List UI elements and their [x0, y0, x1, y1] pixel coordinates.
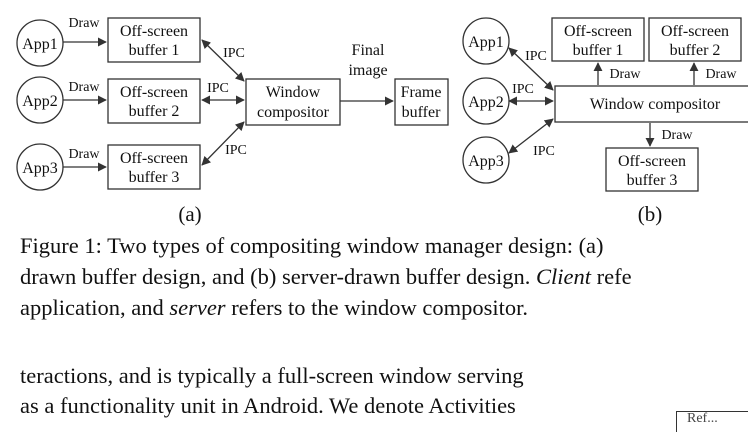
buffer3-box-a: [107, 144, 201, 190]
compositor-line1-a: Window: [266, 84, 321, 101]
ipc-arrow-3-b: [508, 118, 554, 154]
draw-label-2-a: Draw: [68, 80, 100, 95]
sublabel-a: (a): [178, 202, 201, 226]
caption-line-2-prefix: drawn buffer design, and (b) server-draw…: [20, 264, 531, 289]
caption-line-3-suffix: refers to the window compositor.: [231, 295, 529, 320]
buffer3-line2-a: buffer 3: [129, 169, 180, 186]
caption-line-2: drawn buffer design, and (b) server-draw…: [20, 261, 748, 292]
partial-table-box: Ref...: [676, 411, 748, 432]
ipc-label-3-b: IPC: [533, 144, 555, 159]
partial-table-label: Ref...: [687, 411, 718, 426]
draw-label-3-a: Draw: [68, 147, 100, 162]
caption-line-3: application, and server refers to the wi…: [20, 292, 748, 323]
draw-label-1-b: Draw: [609, 67, 641, 82]
ipc-arrow-1-a: [201, 39, 245, 82]
caption-client-term: Client: [536, 264, 592, 289]
buffer2-box-b: [648, 17, 742, 62]
compositor-box-a: [245, 78, 341, 126]
figure-1: App1 App2 App3 Draw Draw Draw Off-screen…: [16, 16, 748, 226]
buffer2-line2-a: buffer 2: [129, 103, 180, 120]
ipc-label-1-b: IPC: [525, 49, 547, 64]
panel-a: [16, 17, 449, 191]
panel-a-text: App1 App2 App3 Draw Draw Draw Off-screen…: [22, 16, 441, 226]
app2-label-b: App2: [468, 94, 504, 111]
buffer2-line1-b: Off-screen: [661, 23, 729, 40]
draw-label-1-a: Draw: [68, 16, 100, 31]
body-line-2: as a functionality unit in Android. We d…: [20, 393, 516, 418]
caption-server-term: server: [169, 295, 226, 320]
ipc-arrow-3-a: [201, 121, 245, 166]
buffer1-line2-a: buffer 1: [129, 42, 180, 59]
ipc-label-2-a: IPC: [207, 81, 229, 96]
caption-line-3-prefix: application, and: [20, 295, 164, 320]
frame-buffer-line1: Frame: [401, 84, 442, 101]
app3-label-a: App3: [22, 160, 58, 177]
buffer3-line2-b: buffer 3: [627, 172, 678, 189]
panel-b: [462, 17, 748, 192]
buffer3-line1-b: Off-screen: [618, 153, 686, 170]
app2-label-a: App2: [22, 93, 58, 110]
app3-node-b: [462, 136, 510, 184]
draw-label-3-b: Draw: [661, 128, 693, 143]
sublabel-b: (b): [638, 202, 663, 226]
final-image-line2: image: [348, 62, 387, 79]
buffer3-line1-a: Off-screen: [120, 150, 188, 167]
buffer1-line2-b: buffer 1: [573, 42, 624, 59]
ipc-arrow-1-b: [508, 47, 554, 91]
body-paragraph: teractions, and is typically a full-scre…: [20, 361, 748, 421]
buffer1-line1-b: Off-screen: [564, 23, 632, 40]
compositor-line2-a: compositor: [257, 104, 330, 121]
buffer2-line1-a: Off-screen: [120, 84, 188, 101]
buffer1-line1-a: Off-screen: [120, 23, 188, 40]
body-line-1: teractions, and is typically a full-scre…: [20, 363, 524, 388]
buffer2-box-a: [107, 78, 201, 124]
app1-node-b: [462, 17, 510, 65]
app1-node-a: [16, 19, 64, 67]
ipc-label-3-a: IPC: [225, 143, 247, 158]
buffer2-line2-b: buffer 2: [670, 42, 721, 59]
figure-caption: Figure 1: Two types of compositing windo…: [20, 230, 748, 323]
final-image-line1: Final: [352, 42, 385, 59]
app1-label-a: App1: [22, 36, 58, 53]
ipc-label-1-a: IPC: [223, 46, 245, 61]
buffer1-box-b: [551, 17, 645, 62]
app1-label-b: App1: [468, 34, 504, 51]
ipc-label-2-b: IPC: [512, 82, 534, 97]
panel-b-text: App1 App2 App3 IPC IPC IPC Off-screen bu…: [468, 23, 737, 226]
compositor-label-b: Window compositor: [590, 96, 721, 113]
frame-buffer-box: [394, 78, 449, 126]
buffer1-box-a: [107, 17, 201, 63]
draw-label-2-b: Draw: [705, 67, 737, 82]
compositor-box-b: [554, 85, 748, 123]
buffer3-box-b: [605, 147, 699, 192]
app3-label-b: App3: [468, 153, 504, 170]
caption-line-2-suffix: refe: [596, 264, 632, 289]
frame-buffer-line2: buffer: [402, 104, 441, 121]
caption-line-1: Figure 1: Two types of compositing windo…: [20, 233, 604, 258]
